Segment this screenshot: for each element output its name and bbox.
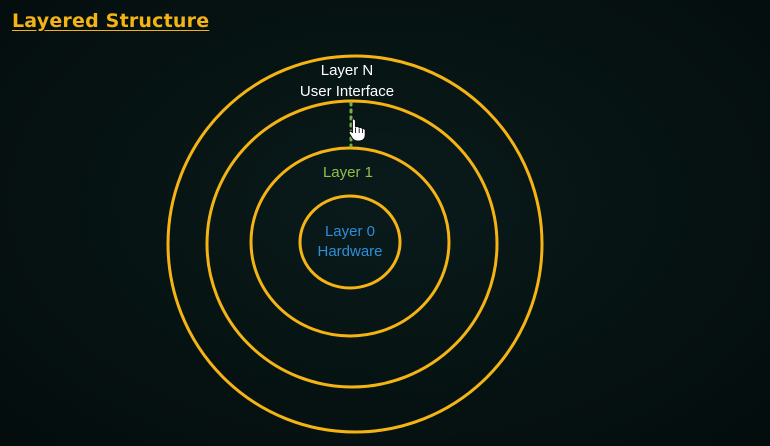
layer-1-label: Layer 1 (323, 164, 373, 181)
ring-layer1 (249, 146, 451, 338)
ring-outer (166, 54, 544, 434)
slide-title: Layered Structure (12, 10, 210, 32)
hand-pointer-icon (348, 118, 366, 142)
user-interface-label: User Interface (300, 83, 394, 100)
layer-0-label: Layer 0 (325, 223, 375, 240)
hardware-label: Hardware (317, 243, 382, 260)
layer-n-label: Layer N (321, 62, 374, 79)
ring-second (205, 99, 499, 389)
ring-core (298, 194, 402, 290)
